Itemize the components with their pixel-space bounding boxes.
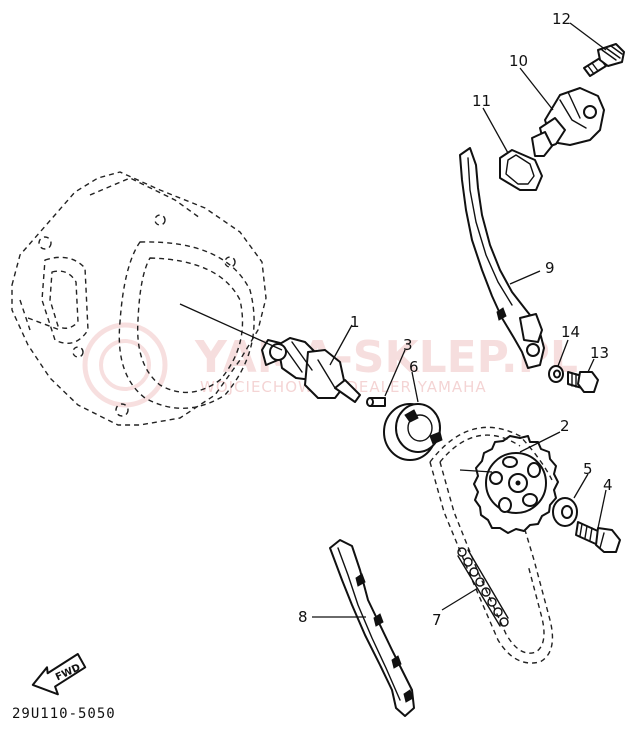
dowel-pin	[366, 397, 386, 407]
tensioner-bolt	[583, 43, 625, 77]
cylinder-head-outline	[11, 171, 267, 426]
sprocket-bolt	[575, 521, 621, 553]
diagram-code: 29U110-5050	[12, 706, 116, 722]
chain-guide	[329, 539, 415, 717]
callout-14: 14	[561, 323, 580, 341]
callout-9: 9	[545, 259, 555, 277]
cam-chain-tensioner	[531, 87, 605, 157]
tensioner-guide	[459, 147, 545, 369]
guide-bolt	[567, 371, 599, 393]
callout-4: 4	[603, 476, 613, 494]
guide-washer	[548, 365, 564, 383]
cam-sprocket	[473, 435, 559, 534]
decompression-collar	[383, 403, 443, 461]
callout-12: 12	[552, 10, 571, 28]
callout-13: 13	[590, 344, 609, 362]
callout-10: 10	[509, 52, 528, 70]
sprocket-washer	[552, 497, 578, 527]
callout-7: 7	[432, 611, 442, 629]
watermark-main-text: YAMA-SKLEP.PL	[194, 332, 578, 383]
part-callouts: 1 2 3 4 5 6 7 8 9 10 11 12 13 14	[298, 10, 613, 629]
callout-5: 5	[583, 460, 593, 478]
callout-11: 11	[472, 92, 491, 110]
cam-chain	[429, 426, 554, 664]
callout-3: 3	[403, 336, 413, 354]
callout-6: 6	[409, 358, 419, 376]
callout-8: 8	[298, 608, 308, 626]
forward-direction-arrow: FWD	[31, 653, 87, 696]
chain-links	[457, 547, 509, 627]
leader-lines	[179, 22, 607, 618]
tensioner-gasket	[499, 149, 543, 191]
callout-1: 1	[350, 313, 360, 331]
callout-2: 2	[560, 417, 570, 435]
camshaft	[261, 337, 361, 403]
